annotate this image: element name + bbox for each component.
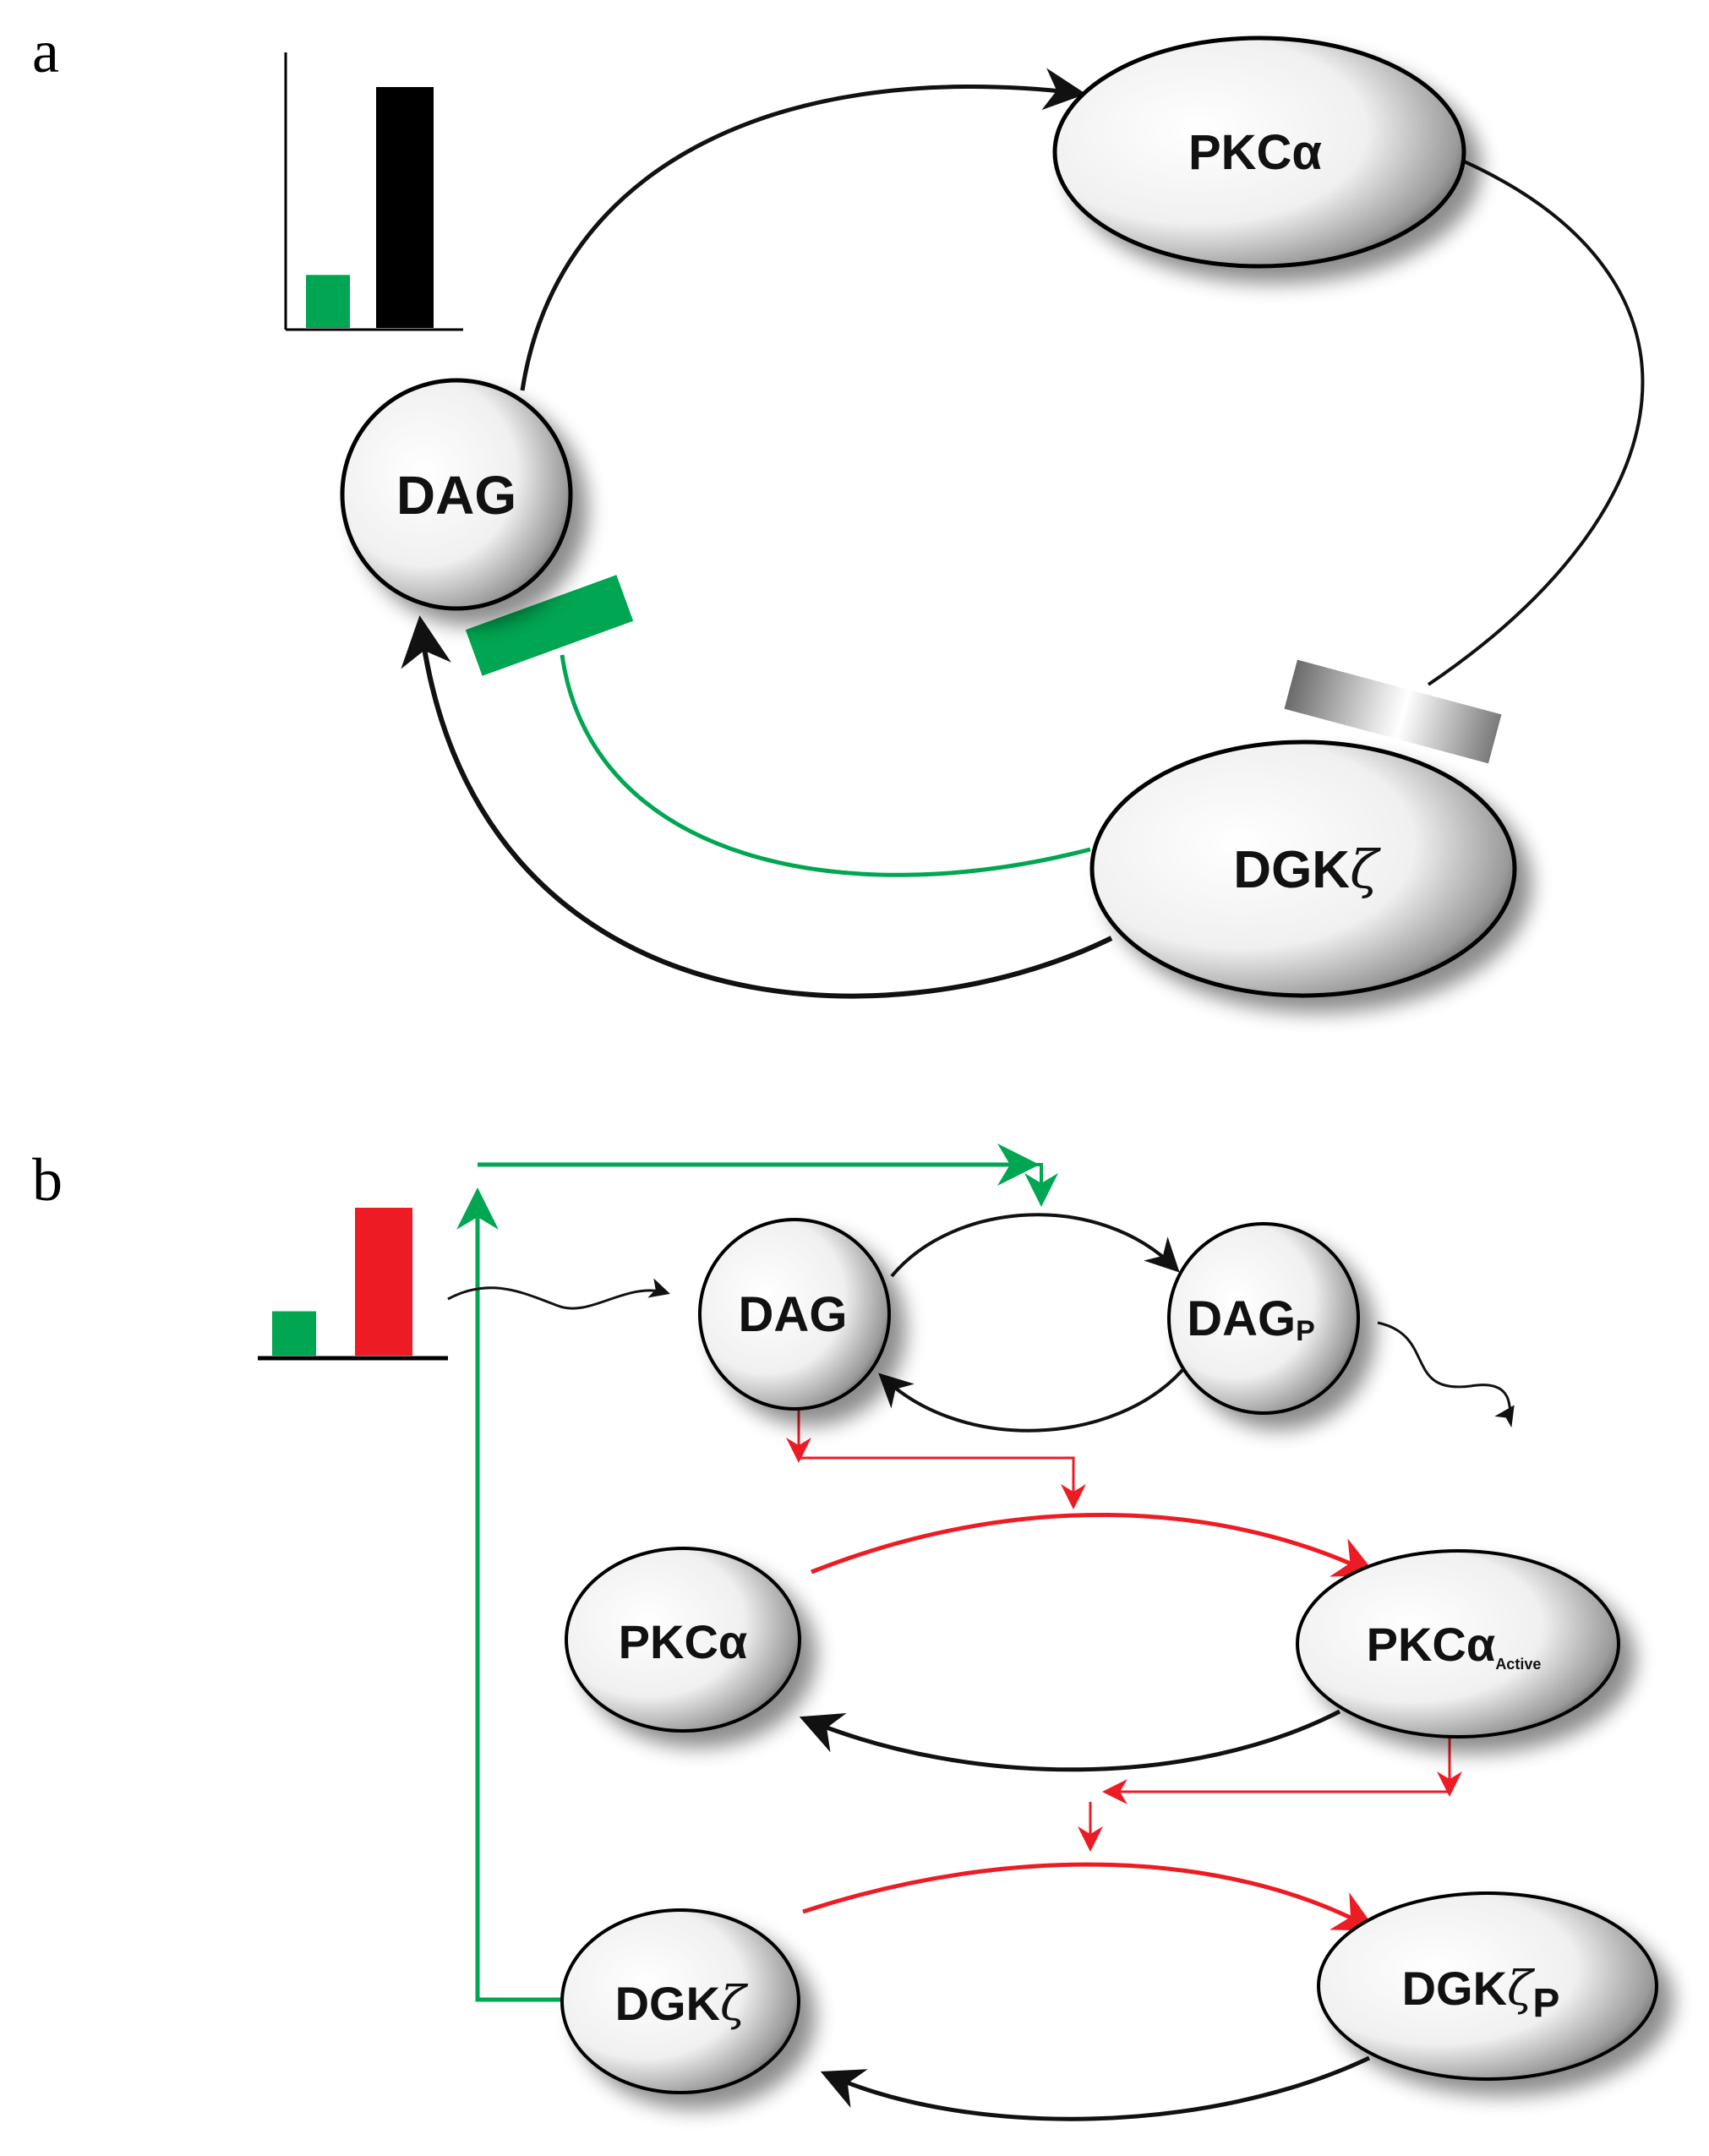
node-dag-a-label: DAG: [396, 465, 516, 526]
node-dgkp-b: DGKζP: [1317, 1891, 1658, 2081]
arrow-dagp-to-dag: [878, 1367, 1185, 1433]
arrow-dgk-to-dag: [401, 615, 1113, 999]
inhibition-bar-green: [465, 575, 634, 676]
node-dag-a: DAG: [340, 378, 573, 611]
node-dagp-b: DAGP: [1167, 1222, 1360, 1415]
line-dgk-to-dag-inhibit: [560, 654, 1091, 877]
arrow-dgk-phosphorylation: [802, 1862, 1377, 1931]
panel-b-bar-inset: [258, 1208, 448, 1361]
node-dag-b-label: DAG: [739, 1287, 848, 1342]
panel-a-label: a: [32, 18, 59, 85]
node-pkc-active-b: PKCαActive: [1296, 1549, 1620, 1738]
node-pkc-a-label: PKCα: [1188, 125, 1322, 180]
node-dgk-a: DGKζ: [1089, 740, 1517, 998]
inset-a-bar-black: [376, 87, 434, 328]
line-pkc-to-dgk-inhibit: [1427, 159, 1645, 686]
inset-b-bar-green: [272, 1311, 316, 1356]
node-dag-b: DAG: [698, 1218, 891, 1411]
green-feedback-vertical: [456, 1187, 562, 2002]
node-pkc-active-b-label: PKCαActive: [1367, 1618, 1542, 1673]
arrow-pkc-activation: [811, 1512, 1378, 1577]
node-dgk-a-label: DGKζ: [1233, 838, 1381, 900]
arrow-dag-to-pkc: [520, 68, 1086, 391]
node-dgk-b: DGKζ: [560, 1908, 800, 2094]
squiggle-inflow: [447, 1278, 670, 1310]
arrow-dag-to-dagp: [890, 1213, 1180, 1278]
panel-b-label: b: [32, 1146, 63, 1214]
panel-a: a DAG PKCα DGKζ: [32, 18, 1645, 999]
inset-b-bar-red: [355, 1208, 412, 1356]
arrow-pkc-deactivation: [799, 1709, 1341, 1772]
node-dagp-b-label: DAGP: [1187, 1291, 1315, 1347]
red-dag-to-pkc-reaction: [799, 1456, 1086, 1509]
node-dgk-b-label: DGKζ: [615, 1977, 749, 2032]
panel-b: b DAG: [32, 1143, 1658, 2121]
node-pkc-b-label: PKCα: [619, 1615, 748, 1668]
node-pkc-a: PKCα: [1052, 35, 1466, 269]
green-feedback-drop: [1024, 1163, 1058, 1207]
inset-a-bar-green: [306, 275, 350, 328]
node-pkc-b: PKCα: [565, 1547, 801, 1733]
arrow-dgk-dephosphorylation: [820, 2055, 1371, 2121]
node-dgkp-b-label: DGKζP: [1402, 1962, 1560, 2026]
squiggle-outflow: [1377, 1321, 1515, 1428]
panel-a-bar-inset: [284, 52, 463, 331]
inhibition-bar-gray: [1284, 659, 1502, 764]
